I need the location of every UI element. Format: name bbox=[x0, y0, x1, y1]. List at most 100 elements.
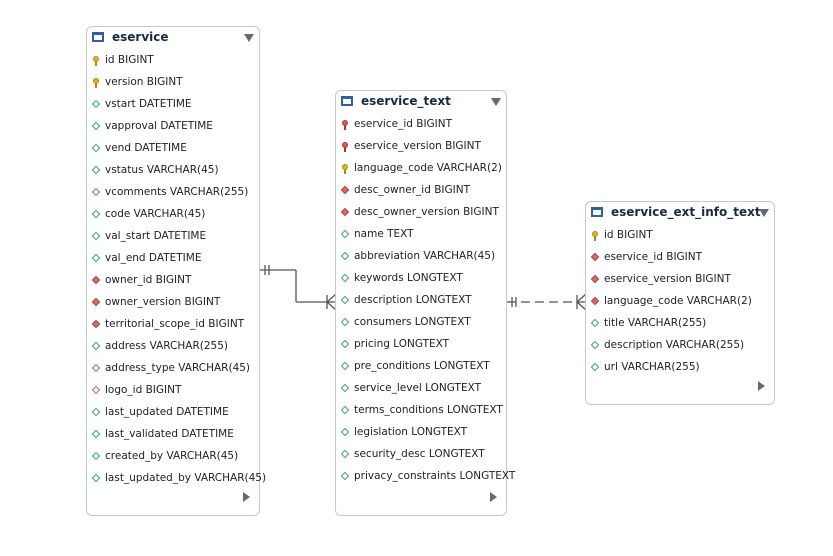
column-row[interactable]: eservice_id BIGINT bbox=[591, 249, 702, 265]
relationship-eservice-text-ext-info[interactable] bbox=[507, 293, 587, 311]
column-name: language_code VARCHAR(2) bbox=[354, 162, 502, 174]
column-row[interactable]: terms_conditions LONGTEXT bbox=[341, 402, 503, 418]
column-row[interactable]: vapproval DATETIME bbox=[92, 118, 213, 134]
column-row[interactable]: val_start DATETIME bbox=[92, 228, 206, 244]
column-name: eservice_id BIGINT bbox=[354, 118, 453, 130]
column-row[interactable]: pricing LONGTEXT bbox=[341, 336, 449, 352]
column-name: id BIGINT bbox=[105, 54, 154, 66]
column-row[interactable]: description VARCHAR(255) bbox=[591, 337, 744, 353]
column-name: name TEXT bbox=[354, 228, 414, 240]
column-name: privacy_constraints LONGTEXT bbox=[354, 470, 516, 482]
collapse-toggle-icon[interactable] bbox=[244, 34, 254, 42]
not-null-column-icon bbox=[591, 275, 600, 284]
column-row[interactable]: keywords LONGTEXT bbox=[341, 270, 463, 286]
column-row[interactable]: consumers LONGTEXT bbox=[341, 314, 471, 330]
column-name: last_updated_by VARCHAR(45) bbox=[105, 472, 267, 484]
column-icon bbox=[341, 340, 350, 349]
column-name: vapproval DATETIME bbox=[105, 120, 213, 132]
column-icon bbox=[341, 296, 350, 305]
column-row[interactable]: id BIGINT bbox=[92, 52, 154, 68]
column-name: owner_version BIGINT bbox=[105, 296, 221, 308]
relationship-eservice-eservice-text[interactable] bbox=[260, 265, 337, 311]
column-row[interactable]: code VARCHAR(45) bbox=[92, 206, 205, 222]
column-name: eservice_version BIGINT bbox=[604, 273, 731, 285]
column-icon bbox=[341, 406, 350, 415]
column-row[interactable]: version BIGINT bbox=[92, 74, 183, 90]
collapse-toggle-icon[interactable] bbox=[491, 98, 501, 106]
column-row[interactable]: last_updated_by VARCHAR(45) bbox=[92, 470, 266, 486]
column-row[interactable]: territorial_scope_id BIGINT bbox=[92, 316, 244, 332]
column-icon bbox=[341, 428, 350, 437]
column-row[interactable]: service_level LONGTEXT bbox=[341, 380, 481, 396]
column-row[interactable]: val_end DATETIME bbox=[92, 250, 201, 266]
table-header[interactable]: eservice bbox=[86, 26, 260, 48]
column-icon bbox=[341, 318, 350, 327]
column-name: last_validated DATETIME bbox=[105, 428, 234, 440]
column-name: id BIGINT bbox=[604, 229, 653, 241]
table-eservice[interactable]: eservice id BIGINT version BIGINT vstart D… bbox=[86, 26, 266, 516]
column-row[interactable]: vend DATETIME bbox=[92, 140, 187, 156]
column-row[interactable]: eservice_version BIGINT bbox=[591, 271, 731, 287]
column-row[interactable]: privacy_constraints LONGTEXT bbox=[341, 468, 515, 484]
column-row[interactable]: name TEXT bbox=[341, 226, 414, 242]
column-row[interactable]: address VARCHAR(255) bbox=[92, 338, 228, 354]
column-row[interactable]: desc_owner_version BIGINT bbox=[341, 204, 499, 220]
table-icon bbox=[591, 207, 603, 217]
column-name: owner_id BIGINT bbox=[105, 274, 192, 286]
expand-arrow-icon[interactable] bbox=[243, 492, 250, 502]
column-row[interactable]: last_updated DATETIME bbox=[92, 404, 229, 420]
table-eservice-text[interactable]: eservice_text eservice_id BIGINT eservice… bbox=[335, 90, 515, 516]
collapse-toggle-icon[interactable] bbox=[759, 209, 769, 217]
column-row[interactable]: address_type VARCHAR(45) bbox=[92, 360, 250, 376]
column-icon bbox=[591, 319, 600, 328]
column-row[interactable]: language_code VARCHAR(2) bbox=[591, 293, 752, 309]
column-row[interactable]: created_by VARCHAR(45) bbox=[92, 448, 238, 464]
column-row[interactable]: legislation LONGTEXT bbox=[341, 424, 467, 440]
column-row[interactable]: eservice_version BIGINT bbox=[341, 138, 481, 154]
table-icon bbox=[92, 32, 104, 42]
column-icon bbox=[92, 188, 101, 197]
column-row[interactable]: desc_owner_id BIGINT bbox=[341, 182, 470, 198]
expand-arrow-icon[interactable] bbox=[758, 381, 765, 391]
column-row[interactable]: abbreviation VARCHAR(45) bbox=[341, 248, 495, 264]
table-eservice-ext-info-text[interactable]: eservice_ext_info_text id BIGINT eservice… bbox=[585, 201, 775, 405]
column-icon bbox=[341, 384, 350, 393]
column-row[interactable]: url VARCHAR(255) bbox=[591, 359, 700, 375]
column-name: language_code VARCHAR(2) bbox=[604, 295, 752, 307]
column-row[interactable]: id BIGINT bbox=[591, 227, 653, 243]
table-header[interactable]: eservice_ext_info_text bbox=[585, 201, 775, 223]
column-row[interactable]: logo_id BIGINT bbox=[92, 382, 181, 398]
column-name: code VARCHAR(45) bbox=[105, 208, 206, 220]
column-row[interactable]: owner_id BIGINT bbox=[92, 272, 191, 288]
column-icon bbox=[92, 430, 101, 439]
not-null-column-icon bbox=[591, 297, 600, 306]
column-name: vend DATETIME bbox=[105, 142, 187, 154]
table-border bbox=[585, 201, 775, 405]
column-row[interactable]: title VARCHAR(255) bbox=[591, 315, 706, 331]
column-name: pricing LONGTEXT bbox=[354, 338, 450, 350]
column-row[interactable]: vstart DATETIME bbox=[92, 96, 192, 112]
column-row[interactable]: vstatus VARCHAR(45) bbox=[92, 162, 219, 178]
column-row[interactable]: description LONGTEXT bbox=[341, 292, 472, 308]
column-row[interactable]: last_validated DATETIME bbox=[92, 426, 234, 442]
column-row[interactable]: security_desc LONGTEXT bbox=[341, 446, 485, 462]
column-icon bbox=[92, 166, 101, 175]
expand-arrow-icon[interactable] bbox=[490, 492, 497, 502]
table-header[interactable]: eservice_text bbox=[335, 90, 507, 112]
column-name: created_by VARCHAR(45) bbox=[105, 450, 239, 462]
table-icon bbox=[341, 96, 353, 106]
column-row[interactable]: owner_version BIGINT bbox=[92, 294, 220, 310]
column-icon bbox=[341, 230, 350, 239]
table-title: eservice_ext_info_text bbox=[611, 205, 761, 219]
column-row[interactable]: vcomments VARCHAR(255) bbox=[92, 184, 248, 200]
table-border bbox=[335, 90, 507, 516]
column-name: address_type VARCHAR(45) bbox=[105, 362, 251, 374]
column-row[interactable]: pre_conditions LONGTEXT bbox=[341, 358, 490, 374]
column-name: url VARCHAR(255) bbox=[604, 361, 700, 373]
column-row[interactable]: eservice_id BIGINT bbox=[341, 116, 452, 132]
column-icon bbox=[92, 342, 101, 351]
column-icon bbox=[591, 341, 600, 350]
column-row[interactable]: language_code VARCHAR(2) bbox=[341, 160, 502, 176]
column-name: address VARCHAR(255) bbox=[105, 340, 228, 352]
